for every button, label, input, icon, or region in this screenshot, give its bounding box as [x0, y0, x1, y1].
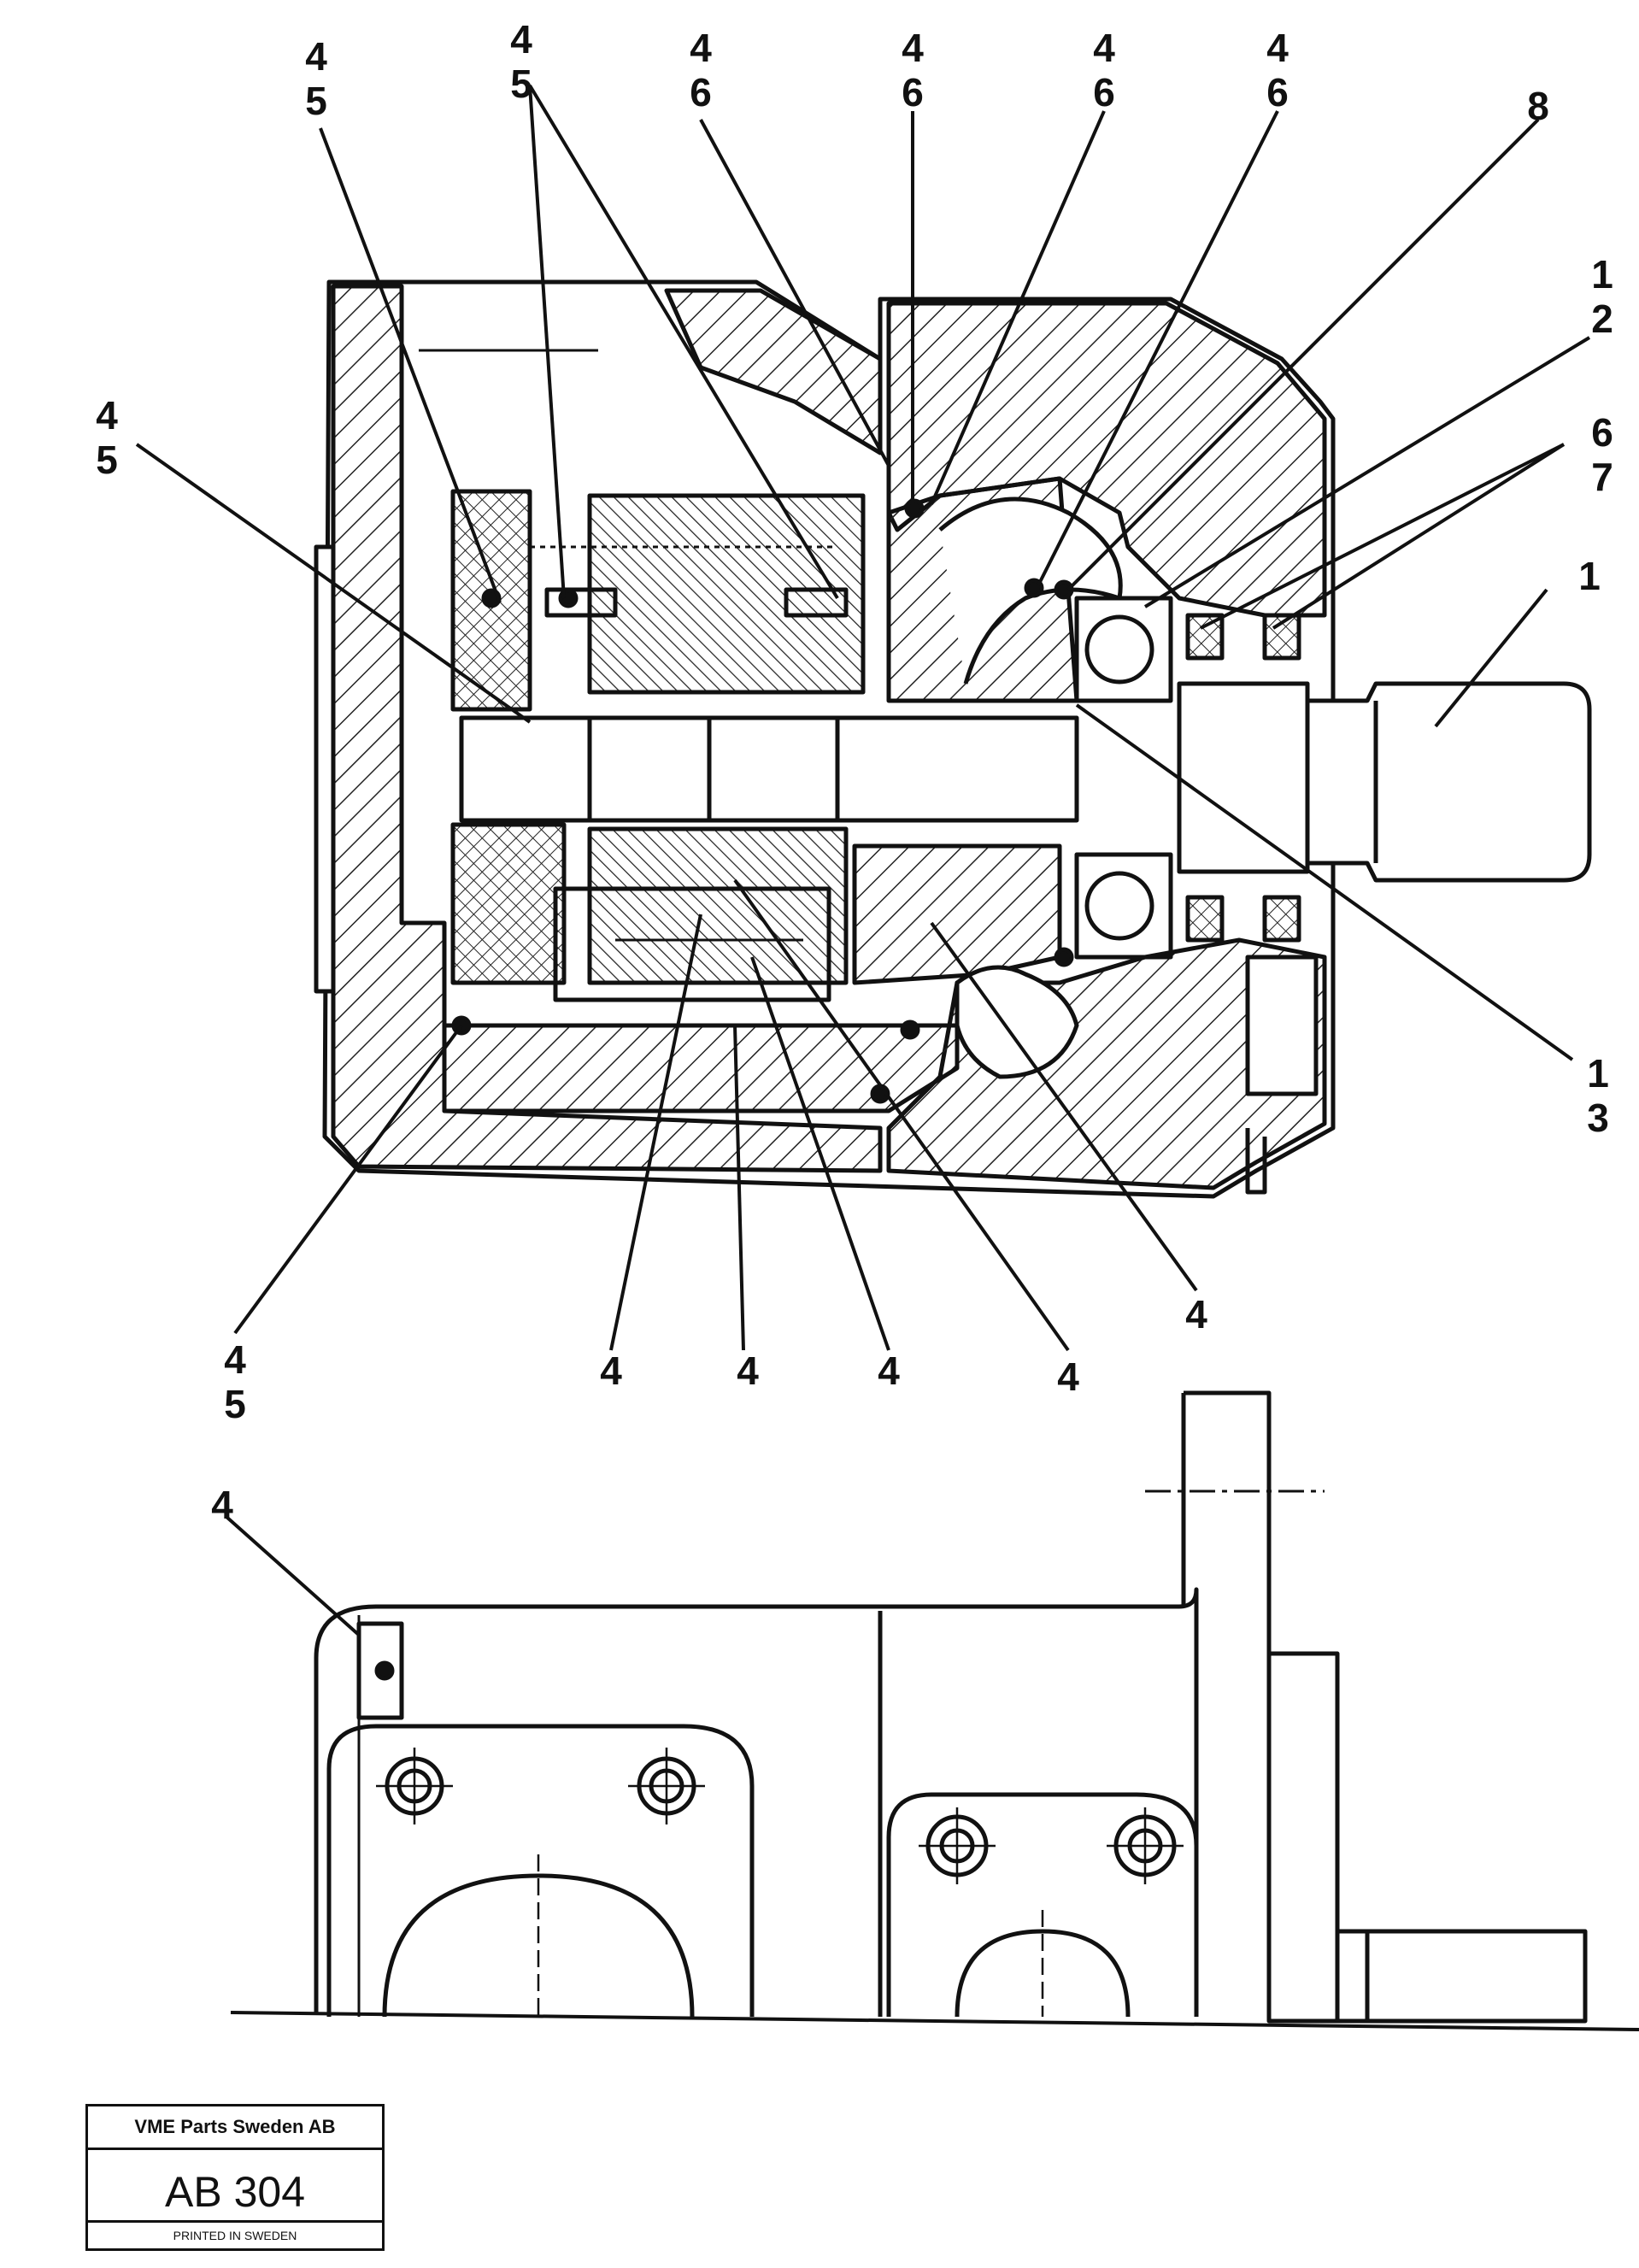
body-outline [314, 1587, 1199, 2017]
callout-label: 8 [1527, 84, 1549, 128]
pump-cross-section [314, 279, 1592, 1199]
rotor-block-top [587, 493, 866, 695]
title-block: VME Parts Sweden AB AB 304 PRINTED IN SW… [85, 2104, 385, 2251]
shaft [459, 715, 1079, 823]
right-hub-lower [852, 843, 1062, 985]
callout-label: 4 5 [96, 393, 118, 482]
callout-label: 4 5 [510, 17, 532, 106]
bearing-bottom [1084, 871, 1154, 941]
outlet-port-curve [955, 965, 1079, 1079]
callout-label: 6 7 [1591, 410, 1613, 499]
callout-label: 4 6 [1093, 26, 1115, 115]
callout-label: 4 6 [902, 26, 924, 115]
left-port-plate-lower [450, 822, 567, 985]
end-cap [1335, 1929, 1588, 2024]
callout-label: 4 [737, 1348, 759, 1393]
origin-label: PRINTED IN SWEDEN [88, 2220, 382, 2248]
drawing-code: AB 304 [164, 2168, 305, 2216]
housing-outline [322, 279, 1336, 1199]
callout-label: 4 6 [690, 26, 712, 115]
callout-label: 4 5 [224, 1337, 246, 1426]
callout-label: 4 [878, 1348, 900, 1393]
left-arch [382, 1873, 695, 2018]
housing-bottom-strip [442, 1023, 960, 1113]
left-mounting-foot [326, 1724, 755, 2017]
seal-bottom [1185, 895, 1225, 943]
right-mounting-foot [886, 1792, 1199, 2017]
housing-top-left-boss [664, 288, 883, 455]
callout-label: 1 2 [1591, 252, 1613, 341]
callout-label: 4 [211, 1483, 233, 1527]
ground-line [230, 2011, 1639, 2031]
seal-top [1185, 613, 1225, 661]
right-arch [955, 1929, 1131, 2018]
rotor-block-bottom [587, 826, 849, 985]
callout-label: 4 [600, 1348, 622, 1393]
callout-label: 1 3 [1587, 1051, 1609, 1140]
shaft-sleeve [1177, 681, 1310, 874]
callout-label: 1 [1578, 554, 1601, 598]
pump-side-view [230, 1390, 1639, 2031]
callout-label: 4 [1057, 1354, 1079, 1399]
callout-label: 4 6 [1266, 26, 1289, 115]
bearing-top [1084, 614, 1154, 685]
callout-label: 4 5 [305, 34, 327, 123]
callout-label: 4 [1185, 1292, 1207, 1337]
publisher-label: VME Parts Sweden AB [88, 2106, 382, 2150]
housing-left-wall [331, 284, 883, 1173]
